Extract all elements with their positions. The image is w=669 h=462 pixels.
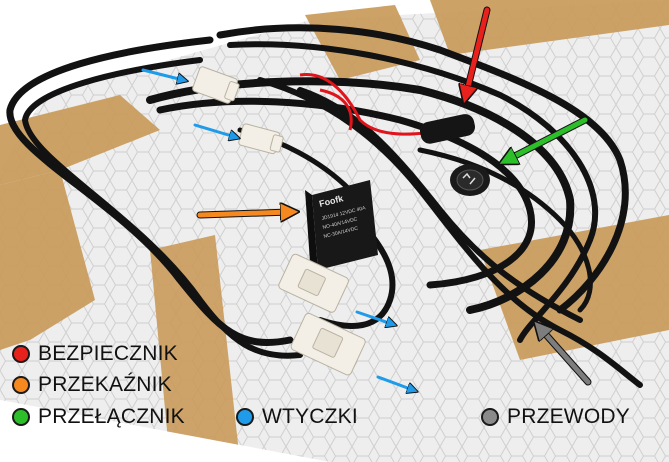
legend-label-przewody: PRZEWODY (507, 405, 630, 428)
legend-bezpiecznik: BEZPIECZNIK (12, 342, 178, 366)
legend-dot-gray (481, 408, 499, 426)
connector-1 (192, 66, 240, 104)
connector-3 (278, 253, 349, 313)
legend-przelacznik: PRZEŁĄCZNIK (12, 405, 185, 429)
legend-przekaznik: PRZEKAŹNIK (12, 373, 172, 397)
blue-arrow-4 (376, 375, 413, 390)
blue-arrow-3 (355, 310, 392, 324)
relay: Foofk JD1914 12VDC 40A NO-40A/14VDC NC-3… (305, 180, 378, 270)
fuse-holder (419, 114, 476, 144)
orange-arrow (196, 212, 290, 215)
gray-arrow (540, 328, 592, 386)
legend-label-przekaznik: PRZEKAŹNIK (38, 373, 172, 396)
connector-4 (290, 312, 366, 376)
legend-wtyczki: WTYCZKI (236, 405, 358, 429)
legend-dot-blue (236, 408, 254, 426)
annotation-arrows (141, 6, 592, 390)
legend-label-wtyczki: WTYCZKI (262, 405, 358, 428)
legend-dot-red (12, 345, 30, 363)
red-arrow (466, 6, 491, 95)
blue-arrow-1 (141, 68, 183, 80)
legend-przewody: PRZEWODY (481, 405, 630, 429)
rocker-switch (450, 164, 490, 196)
legend-dot-green (12, 408, 30, 426)
connectors (192, 66, 366, 376)
legend-label-bezpiecznik: BEZPIECZNIK (38, 342, 178, 365)
legend-label-przelacznik: PRZEŁĄCZNIK (38, 405, 185, 428)
blue-arrow-2 (193, 123, 235, 137)
connector-2 (238, 123, 284, 155)
green-arrow (507, 116, 589, 160)
legend-dot-orange (12, 376, 30, 394)
